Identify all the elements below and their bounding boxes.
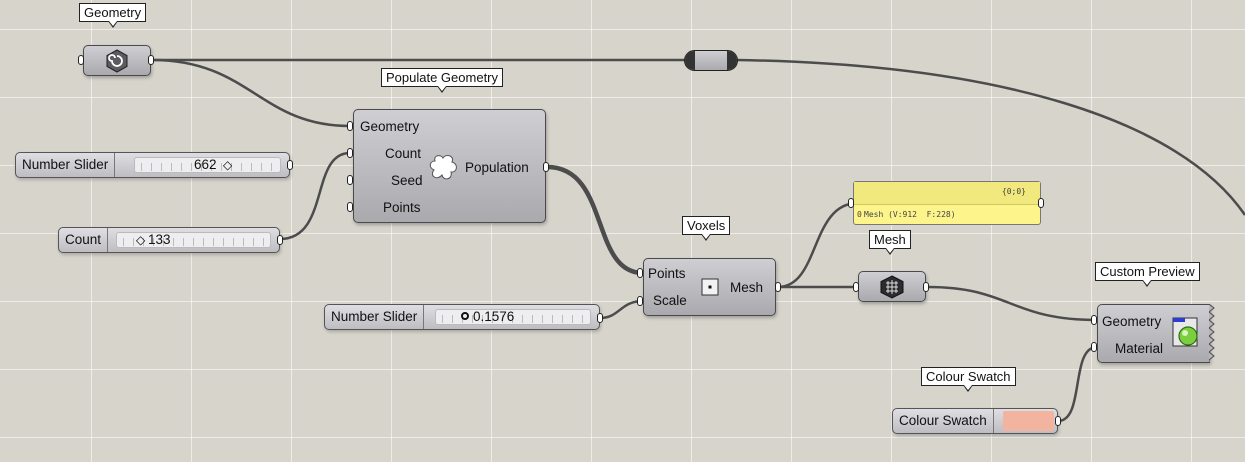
wire-population-points [546, 164, 644, 276]
preview-input-material: Material [1115, 341, 1164, 356]
wire-mesh-preview [927, 285, 1098, 322]
colour-swatch-tag: Colour Swatch [921, 367, 1016, 392]
data-panel[interactable]: {0;0} 0 Mesh (V:912 F:228) [853, 181, 1041, 225]
slider-value: 133 [148, 232, 171, 247]
voxels-port-scale[interactable] [637, 296, 643, 306]
swatch-name: Colour Swatch [893, 409, 994, 433]
geometry-param[interactable] [83, 45, 151, 76]
populate-output-population: Population [465, 160, 529, 175]
voxels-icon [701, 278, 719, 296]
voxels-port-mesh[interactable] [775, 282, 781, 292]
wire-mesh-panel [777, 201, 859, 289]
preview-port-geometry[interactable] [1091, 315, 1097, 325]
mesh-tag: Mesh [869, 230, 911, 255]
slider-name: Number Slider [325, 305, 425, 329]
geometry-tag: Geometry [79, 3, 147, 28]
slider-track[interactable] [134, 157, 281, 173]
count-slider-out[interactable] [277, 235, 283, 245]
slider-grip-icon[interactable] [461, 312, 469, 320]
relay-node[interactable] [684, 50, 738, 71]
populate-port-geometry[interactable] [347, 121, 353, 131]
slider-track[interactable] [435, 309, 591, 325]
populate-icon [429, 154, 457, 180]
geometry-icon [106, 49, 128, 73]
mesh-param-out[interactable] [923, 282, 929, 292]
voxels-port-points[interactable] [637, 268, 643, 278]
mesh-icon [880, 275, 904, 299]
colour-swatch-out[interactable] [1055, 416, 1061, 426]
populate-port-points[interactable] [347, 202, 353, 212]
voxels-tag: Voxels [682, 216, 731, 241]
populate-tag: Populate Geometry [381, 68, 504, 93]
swatch-color-box[interactable] [1003, 411, 1054, 431]
relay-left-cap [685, 51, 695, 70]
wire-geometry-populate [151, 58, 351, 128]
preview-zigzag-edge [1209, 304, 1215, 363]
panel-port-in[interactable] [848, 198, 854, 208]
mesh-param-in[interactable] [853, 282, 859, 292]
preview-port-material[interactable] [1091, 342, 1097, 352]
custom-preview-component[interactable]: Geometry Material [1097, 304, 1215, 363]
number-slider-scale[interactable]: Number Slider 0.1576 [324, 304, 600, 330]
colour-swatch[interactable]: Colour Swatch [892, 408, 1058, 434]
geometry-param-in[interactable] [78, 55, 84, 65]
panel-content: Mesh (V:912 F:228) [864, 210, 956, 219]
slider-value: 0.1576 [473, 309, 515, 324]
slider-value: 662 [194, 157, 217, 172]
voxels-input-scale: Scale [653, 293, 687, 308]
panel-port-out[interactable] [1038, 198, 1044, 208]
preview-input-geometry: Geometry [1102, 314, 1162, 329]
panel-index: 0 [857, 210, 862, 219]
voxels-component[interactable]: Points Scale Mesh [643, 258, 776, 316]
number-slider-662[interactable]: Number Slider 662 ◇ [15, 152, 290, 178]
voxels-input-points: Points [648, 266, 686, 281]
custom-preview-tag: Custom Preview [1095, 262, 1200, 287]
populate-input-count: Count [385, 146, 422, 161]
count-slider[interactable]: Count ◇ 133 [58, 227, 280, 253]
populate-input-points: Points [383, 200, 421, 215]
mesh-param[interactable] [858, 271, 926, 302]
wire-swatch-material [1057, 345, 1098, 423]
slider-name: Number Slider [16, 153, 116, 177]
slider-grip-icon[interactable]: ◇ [136, 233, 146, 247]
slider-track[interactable] [116, 232, 271, 248]
panel-header [854, 182, 1040, 205]
populate-port-seed[interactable] [347, 175, 353, 185]
preview-icon [1172, 317, 1198, 347]
populate-port-population[interactable] [543, 162, 549, 172]
panel-path: {0;0} [1001, 187, 1026, 196]
slider-name: Count [59, 228, 109, 252]
relay-right-cap [727, 51, 737, 70]
slider-scale-out[interactable] [597, 313, 603, 323]
populate-input-geometry: Geometry [360, 119, 420, 134]
voxels-output-mesh: Mesh [730, 280, 764, 295]
geometry-param-out[interactable] [148, 55, 154, 65]
slider-grip-icon[interactable]: ◇ [223, 158, 233, 172]
populate-input-seed: Seed [391, 173, 423, 188]
populate-geometry-component[interactable]: Geometry Count Seed Points Population [353, 109, 546, 223]
populate-port-count[interactable] [347, 148, 353, 158]
slider-662-out[interactable] [287, 160, 293, 170]
